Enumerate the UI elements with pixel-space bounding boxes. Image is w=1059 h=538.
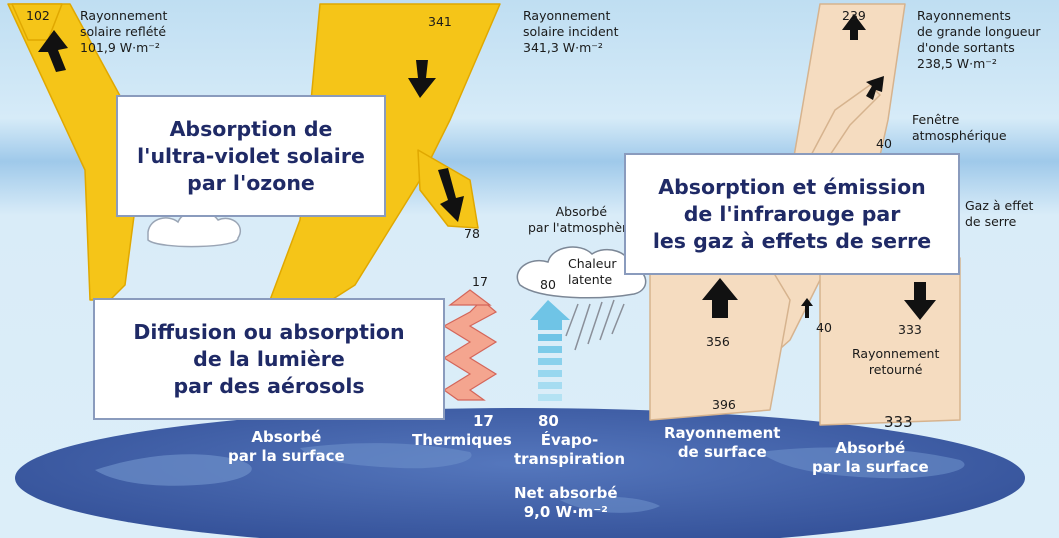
label-absorbed-surface-left: Absorbé par la surface	[228, 428, 345, 465]
box-ozone-text: Absorption de l'ultra-violet solaire par…	[137, 116, 365, 195]
value-40-mid: 40	[816, 320, 832, 335]
label-thermals: Thermiques	[412, 431, 512, 449]
value-396: 396	[712, 397, 736, 412]
box-aerosols: Diffusion ou absorption de la lumière pa…	[93, 298, 445, 420]
value-17-top: 17	[472, 274, 488, 289]
box-ozone-absorption: Absorption de l'ultra-violet solaire par…	[116, 95, 386, 217]
label-reflected-solar: Rayonnement solaire reflété 101,9 W·m⁻²	[80, 8, 168, 55]
arrow-down-incident	[408, 60, 436, 98]
box-aerosols-text: Diffusion ou absorption de la lumière pa…	[133, 319, 405, 398]
value-78: 78	[464, 226, 480, 241]
value-333-bottom: 333	[884, 413, 913, 431]
arrow-up-reflected	[38, 30, 68, 72]
value-17-bottom: 17	[473, 412, 494, 430]
arrow-down-back	[904, 282, 936, 320]
value-239: 239	[842, 8, 866, 23]
label-latent-heat: Chaleur latente	[568, 256, 617, 287]
value-341: 341	[428, 14, 452, 29]
label-back-radiation: Rayonnement retourné	[852, 346, 940, 377]
thermals-arrow	[442, 289, 498, 401]
arrow-up-outgoing	[842, 14, 866, 40]
label-surface-radiation: Rayonnement de surface	[664, 424, 781, 461]
label-absorbed-atmosphere: Absorbé par l'atmosphère	[528, 204, 635, 235]
label-outgoing-longwave: Rayonnements de grande longueur d'onde s…	[917, 8, 1041, 71]
evapotranspiration-arrow	[530, 300, 570, 401]
box-infrared-text: Absorption et émission de l'infrarouge p…	[652, 174, 932, 253]
value-40-window: 40	[876, 136, 892, 151]
arrow-up-small	[801, 298, 813, 318]
arrow-down-atm	[438, 168, 464, 222]
earth	[15, 408, 1025, 538]
value-356: 356	[706, 334, 730, 349]
arrow-up-window	[866, 76, 884, 100]
direction-arrows	[38, 14, 936, 320]
value-102: 102	[26, 8, 50, 23]
cloud-left	[147, 209, 241, 248]
label-net-absorbed: Net absorbé 9,0 W·m⁻²	[514, 484, 618, 521]
value-333-top: 333	[898, 322, 922, 337]
label-greenhouse-gas: Gaz à effet de serre	[965, 198, 1034, 229]
arrow-up-surface	[702, 278, 738, 318]
rain-streaks	[565, 299, 625, 351]
label-atmospheric-window: Fenêtre atmosphérique	[912, 112, 1007, 143]
label-incident-solar: Rayonnement solaire incident 341,3 W·m⁻²	[523, 8, 619, 55]
label-absorbed-surface-right: Absorbé par la surface	[812, 439, 929, 476]
value-80-bottom: 80	[538, 412, 559, 430]
label-evapotranspiration: Évapo- transpiration	[514, 431, 625, 468]
value-80-cloud: 80	[540, 277, 556, 292]
box-infrared-absorption: Absorption et émission de l'infrarouge p…	[624, 153, 960, 275]
